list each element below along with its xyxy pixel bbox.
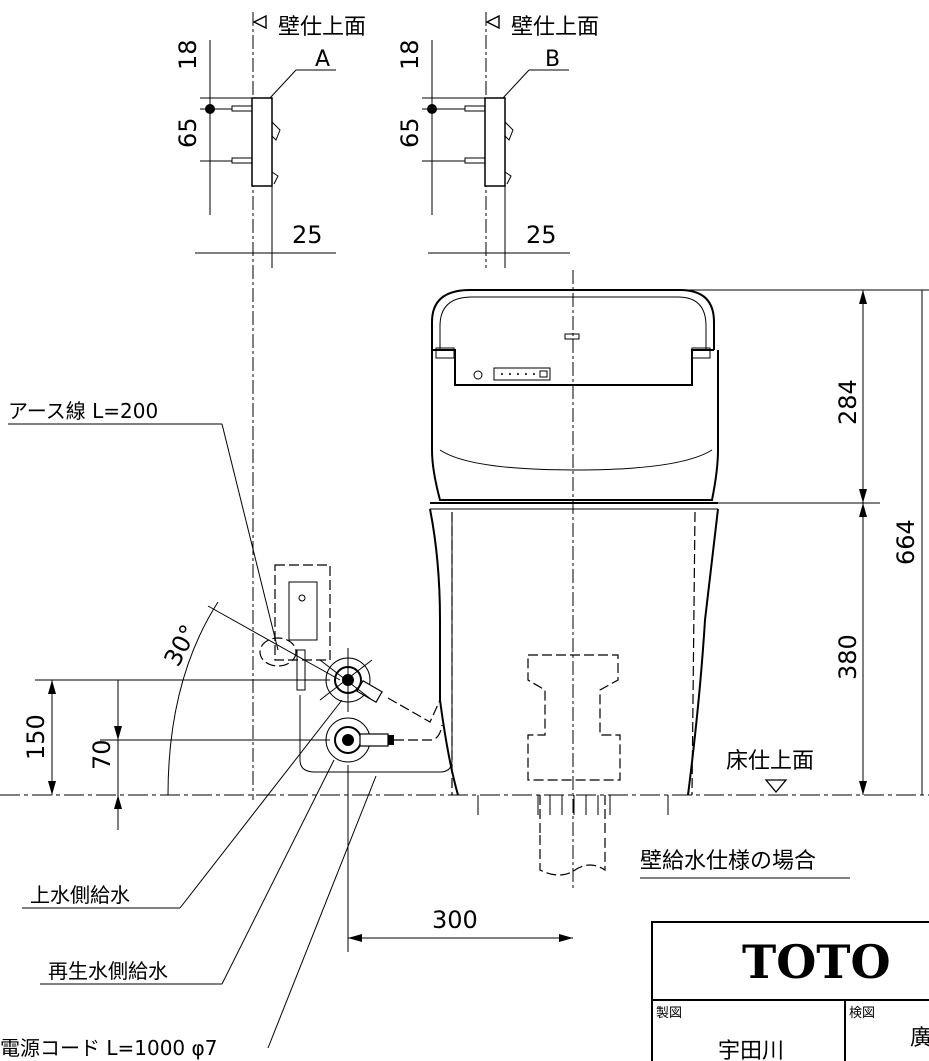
dimensions: 284 380 664 150 70 30° 300 <box>22 289 929 952</box>
callout-earth-wire: アース線 L=200 <box>8 399 158 423</box>
floor-finish-label: 床仕上面 <box>726 749 814 774</box>
detail-a: 壁仕上面 A 18 65 25 <box>174 12 366 800</box>
detail-b-dim-25: 25 <box>526 221 557 249</box>
dim-70: 70 <box>88 739 116 770</box>
callout-power-cord: 電源コード L=1000 φ7 <box>0 1036 217 1060</box>
detail-b-dim-65: 65 <box>396 117 424 148</box>
callout-upper-water: 上水側給水 <box>30 883 130 907</box>
checked-by: 廣 <box>910 1026 929 1051</box>
spec-note: 壁給水仕様の場合 <box>640 849 816 874</box>
callouts: アース線 L=200 上水側給水 再生水側給水 電源コード L=1000 φ7 <box>0 399 377 1060</box>
detail-a-dim-18: 18 <box>174 39 202 70</box>
dim-664: 664 <box>892 519 920 565</box>
dim-300: 300 <box>432 906 478 934</box>
detail-b: 壁仕上面 B 18 65 25 <box>396 12 599 268</box>
detail-a-label: A <box>315 47 330 72</box>
angle-30: 30° <box>159 620 204 671</box>
drawn-by: 宇田川 <box>718 1039 784 1061</box>
title-block: TOTO 製図 検図 宇田川 廣 <box>651 921 929 1061</box>
drawn-label: 製図 <box>656 1006 682 1021</box>
detail-b-wall-label: 壁仕上面 <box>511 15 599 40</box>
detail-a-dim-25: 25 <box>292 221 323 249</box>
water-supply <box>259 520 453 773</box>
toilet-elevation <box>429 270 719 890</box>
detail-b-dim-18: 18 <box>396 39 424 70</box>
detail-a-dim-65: 65 <box>174 117 202 148</box>
checked-label: 検図 <box>849 1006 875 1021</box>
detail-b-label: B <box>545 47 560 72</box>
brand-logo: TOTO <box>742 935 891 989</box>
dim-284: 284 <box>834 379 862 425</box>
dim-150: 150 <box>22 714 50 760</box>
dim-380: 380 <box>834 634 862 680</box>
callout-recycled-water: 再生水側給水 <box>48 959 168 983</box>
detail-a-wall-label: 壁仕上面 <box>278 15 366 40</box>
